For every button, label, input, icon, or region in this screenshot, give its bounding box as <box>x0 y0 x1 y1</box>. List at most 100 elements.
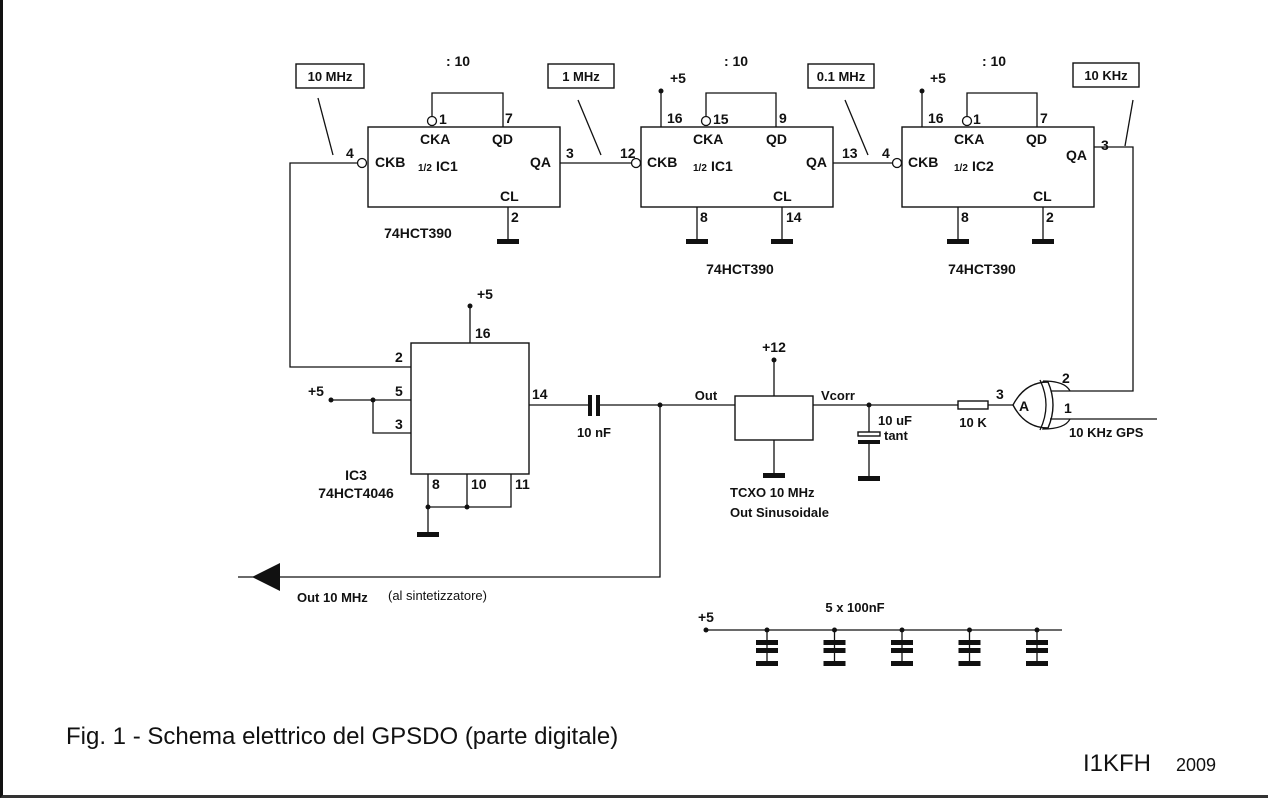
pin-number: 8 <box>700 209 708 225</box>
capacitor-plate <box>1026 648 1048 653</box>
signal-label: CKA <box>693 131 723 147</box>
resistor-body <box>957 400 989 410</box>
part-number: 74HCT390 <box>706 261 774 277</box>
supply-label: +12 <box>762 339 786 355</box>
pin-number: 2 <box>1062 370 1070 386</box>
pin-number: 8 <box>432 476 440 492</box>
signal-label: CL <box>1033 188 1052 204</box>
xor-gate-body <box>1012 381 1054 429</box>
signal-label: CL <box>773 188 792 204</box>
decoupling-capacitor <box>756 627 778 666</box>
divider-ic1b: : 10 +5 16 15 9 CKA QD CKB QA CL 1/2 IC1… <box>620 53 858 277</box>
gps-input-label: 10 KHz GPS <box>1069 425 1144 440</box>
divider-ic1a: : 10 1 7 CKA QD CKB QA CL 1/2 IC1 4 3 2 … <box>346 53 574 244</box>
unit-prefix: 1/2 <box>418 163 432 174</box>
freq-tag-10mhz: 10 MHz <box>295 63 365 156</box>
coupling-capacitor: 10 nF <box>278 395 735 578</box>
pin-number: 3 <box>395 416 403 432</box>
decoupling-label: 5 x 100nF <box>825 600 884 615</box>
part-number: 74HCT390 <box>384 225 452 241</box>
output-arrow-icon <box>252 563 280 591</box>
signal-label: QD <box>1026 131 1047 147</box>
output-note: (al sintetizzatore) <box>388 588 487 603</box>
pin-number: 1 <box>439 111 447 127</box>
capacitor-value: 10 nF <box>577 425 611 440</box>
signal-label: CKB <box>908 154 938 170</box>
pin-number: 16 <box>475 325 491 341</box>
pin-number: 5 <box>395 383 403 399</box>
freq-tag-0-1mhz: 0.1 MHz <box>807 63 875 156</box>
pin-number: 10 <box>471 476 487 492</box>
pin-number: 12 <box>620 145 636 161</box>
freq-tag-10khz: 10 KHz <box>1072 62 1140 147</box>
pin-number: 15 <box>713 111 729 127</box>
capacitor-plate <box>588 395 592 416</box>
pin-number: 2 <box>1046 209 1054 225</box>
capacitor-plate <box>1026 640 1048 645</box>
pin-number: 8 <box>961 209 969 225</box>
pin-number: 16 <box>928 110 944 126</box>
freq-tag-text: 1 MHz <box>562 69 600 84</box>
capacitor-plate <box>857 431 881 437</box>
pin-number: 16 <box>667 110 683 126</box>
ground-icon <box>858 476 880 481</box>
pin-number: 14 <box>532 386 548 402</box>
tcxo-name: TCXO 10 MHz <box>730 485 815 500</box>
author-callsign: I1KFH <box>1083 750 1151 777</box>
pin-number: 2 <box>395 349 403 365</box>
capacitor-plate <box>891 640 913 645</box>
output-10mhz: Out 10 MHz (al sintetizzatore) <box>238 563 487 605</box>
unit-label: IC2 <box>972 158 994 174</box>
tcxo: +12 Out Vcorr TCXO 10 MHz Out Sinusoidal… <box>695 339 855 520</box>
capacitor-plate <box>958 640 981 645</box>
capacitor-plate <box>596 395 600 416</box>
pin-number: 13 <box>842 145 858 161</box>
divide-label: : 10 <box>446 53 470 69</box>
freq-tag-text: 0.1 MHz <box>817 69 866 84</box>
signal-label: CKA <box>420 131 450 147</box>
signal-label: QA <box>1066 147 1087 163</box>
decoupling-capacitor <box>958 627 981 666</box>
supply-label: +5 <box>930 70 946 86</box>
ground-icon <box>497 239 519 244</box>
capacitor-plate <box>1026 661 1048 666</box>
unit-label: IC1 <box>711 158 733 174</box>
ground-icon <box>771 239 793 244</box>
signal-label: CKB <box>375 154 405 170</box>
signal-label: CL <box>500 188 519 204</box>
unit-prefix: 1/2 <box>693 163 707 174</box>
tantalum-capacitor: 10 uF tant <box>813 402 958 481</box>
capacitor-plate <box>858 440 880 444</box>
figure-caption: Fig. 1 - Schema elettrico del GPSDO (par… <box>66 723 618 750</box>
divide-label: : 10 <box>982 53 1006 69</box>
ground-icon <box>417 532 439 537</box>
gate-label: A <box>1019 398 1029 414</box>
pin-number: 1 <box>973 111 981 127</box>
pin-number: 3 <box>566 145 574 161</box>
pll-ic3: +5 16 2 +5 5 3 14 8 10 11 IC3 74HCT4046 <box>308 286 548 537</box>
capacitor-plate <box>756 648 778 653</box>
supply-label: +5 <box>670 70 686 86</box>
output-label: Out 10 MHz <box>297 590 368 605</box>
decoupling-capacitor <box>1026 627 1048 666</box>
ground-icon <box>686 239 708 244</box>
tcxo-desc: Out Sinusoidale <box>730 505 829 520</box>
resistor-value: 10 K <box>959 415 987 430</box>
part-number: 74HCT390 <box>948 261 1016 277</box>
capacitor-plate <box>891 661 913 666</box>
freq-tag-1mhz: 1 MHz <box>547 63 615 156</box>
pin-number: 9 <box>779 110 787 126</box>
ground-icon <box>947 239 969 244</box>
signal-label: QD <box>766 131 787 147</box>
supply-label: +5 <box>477 286 493 302</box>
pin-number: 4 <box>346 145 354 161</box>
pin-number: 3 <box>996 386 1004 402</box>
capacitor-plate <box>756 640 778 645</box>
signal-label: QA <box>806 154 827 170</box>
supply-label: +5 <box>698 609 714 625</box>
ground-icon <box>763 473 785 478</box>
tcxo-vcorr-label: Vcorr <box>821 388 855 403</box>
supply-label: +5 <box>308 383 324 399</box>
signal-label: CKA <box>954 131 984 147</box>
